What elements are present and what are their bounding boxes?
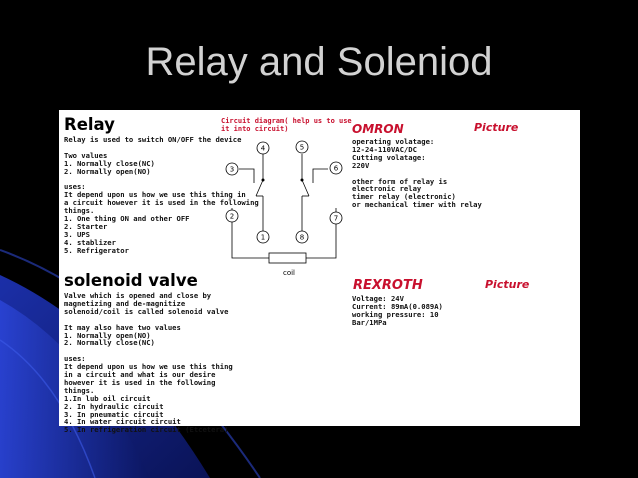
- rexroth-line: Bar/1MPa: [352, 317, 387, 327]
- relay-line: 1. Normally close(NC): [64, 158, 155, 168]
- relay-line: Two values: [64, 150, 108, 160]
- omron-line: electronic relay: [352, 184, 422, 194]
- terminal-5: 5: [295, 140, 309, 154]
- relay-line: 2. Starter: [64, 221, 108, 231]
- solenoid-line: 5. In refrigeration circuit (Etcetera): [64, 425, 229, 435]
- omron-line: operating volatage:: [352, 137, 435, 146]
- omron-line: timer relay (electronic): [352, 192, 456, 202]
- relay-line: Relay is used to switch ON/OFF the devic…: [64, 135, 242, 144]
- terminal-label: 3: [230, 166, 234, 174]
- relay-line: 4. stablizer: [64, 237, 116, 247]
- solenoid-line: 2. Normally close(NC): [64, 338, 155, 348]
- omron-line: 220V: [352, 160, 370, 170]
- terminal-1: 1: [256, 230, 270, 244]
- omron-line: or mechanical timer with relay: [352, 200, 482, 210]
- circuit-title-line: Circuit diagram( help us to use: [221, 117, 352, 125]
- terminal-label: 8: [300, 234, 304, 242]
- solenoid-line: 1. Normally open(NO): [64, 330, 151, 340]
- relay-line: a circuit however it is used in the foll…: [64, 198, 259, 208]
- rexroth-line: Current: 89mA(0.089A): [352, 301, 443, 311]
- terminal-6: 6: [329, 161, 343, 175]
- circuit-diagram: 4 5 3 6 2 7 1: [225, 140, 343, 277]
- rexroth-brand: REXROTH: [353, 278, 423, 293]
- omron-line: 12-24-110VAC/DC: [352, 144, 417, 154]
- terminal-label: 4: [261, 145, 266, 153]
- terminal-4: 4: [256, 141, 270, 155]
- solenoid-line: 1.In lub oil circuit: [64, 393, 151, 403]
- terminal-3: 3: [225, 162, 239, 176]
- terminal-label: 5: [300, 144, 304, 152]
- omron-line: other form of relay is: [352, 176, 448, 186]
- solenoid-line: uses:: [64, 354, 86, 364]
- terminal-label: 7: [334, 215, 338, 223]
- content-panel: Relay Relay is used to switch ON/OFF the…: [59, 110, 580, 434]
- circuit-title: Circuit diagram( help us to use it into …: [221, 117, 352, 133]
- coil-label: coil: [283, 269, 295, 277]
- relay-line: 2. Normally open(NO): [64, 166, 151, 176]
- solenoid-line: It may also have two values: [64, 322, 181, 332]
- solenoid-line: 3. In pneumatic circuit: [64, 409, 164, 419]
- solenoid-line: Valve which is opened and close by: [64, 291, 212, 300]
- relay-line: It depend upon us how we use this thing …: [64, 190, 246, 200]
- rexroth-line: Voltage: 24V: [352, 294, 404, 303]
- slide-title: Relay and Soleniod: [145, 40, 493, 84]
- solenoid-line: magnetizing and de-magnitize: [64, 298, 186, 308]
- circuit-title-line: it into circuit): [221, 125, 289, 133]
- solenoid-line: however it is used in the following: [64, 377, 216, 387]
- relay-line: 1. One thing ON and other OFF: [64, 214, 190, 224]
- relay-text: Relay is used to switch ON/OFF the devic…: [64, 136, 259, 255]
- solenoid-heading: solenoid valve: [64, 271, 198, 290]
- terminal-label: 6: [334, 165, 339, 173]
- omron-text: operating volatage: 12-24-110VAC/DC Cutt…: [352, 138, 482, 209]
- solenoid-line: 2. In hydraulic circuit: [64, 401, 164, 411]
- omron-line: Cutting volatage:: [352, 152, 426, 162]
- solenoid-text: Valve which is opened and close by magne…: [64, 292, 233, 434]
- omron-picture-label: Picture: [474, 121, 519, 134]
- relay-line: things.: [64, 206, 95, 216]
- terminal-2: 2: [225, 209, 239, 223]
- solenoid-line: 4. In water circuit circuit: [64, 417, 181, 427]
- terminal-8: 8: [295, 230, 309, 244]
- omron-brand: OMRON: [352, 122, 404, 136]
- rexroth-line: working pressure: 10: [352, 309, 439, 319]
- terminal-7: 7: [329, 211, 343, 225]
- terminal-label: 1: [261, 234, 265, 242]
- solenoid-line: in a circuit and what is our desire: [64, 370, 216, 380]
- relay-line: 5. Refrigerator: [64, 245, 129, 255]
- solenoid-line: [64, 347, 233, 355]
- solenoid-line: It depend upon us how we use this thing: [64, 362, 233, 372]
- solenoid-line: things.: [64, 385, 95, 395]
- relay-heading: Relay: [64, 115, 115, 134]
- relay-line: 3. UPS: [64, 229, 90, 239]
- solenoid-line: solenoid/coil is called solenoid valve: [64, 306, 229, 316]
- relay-line: uses:: [64, 182, 86, 192]
- rexroth-text: Voltage: 24V Current: 89mA(0.089A) worki…: [352, 295, 443, 327]
- rexroth-picture-label: Picture: [485, 278, 530, 291]
- terminal-label: 2: [230, 213, 234, 221]
